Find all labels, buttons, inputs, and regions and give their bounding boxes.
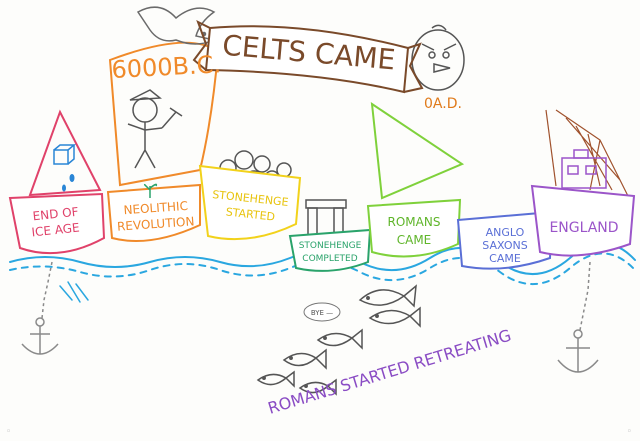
anchor-icon [21, 317, 59, 355]
boat-4-label-line2: COMPLETED [302, 254, 357, 264]
fish-icon [368, 306, 421, 328]
boat-anglo-saxons-came [456, 210, 554, 270]
boat-1-label-line2: ICE AGE [31, 221, 80, 240]
seedling-icon [143, 183, 158, 198]
fish-icon [298, 378, 337, 396]
anchor-icon [557, 329, 599, 373]
ice-cube-icon [53, 144, 77, 165]
boat-6-label-line2: SAXONS [482, 239, 527, 252]
boat-england [530, 109, 636, 257]
boat-6-label-line1: ANGLO [486, 226, 525, 239]
boat-3-label-line2: STARTED [225, 205, 275, 223]
fish-school [256, 284, 421, 396]
caption-romans-retreating: ROMANS STARTED RETREATING [266, 326, 514, 418]
date-6000-bc: 6000B.C. [111, 50, 222, 84]
boat-neolithic-revolution [106, 41, 220, 243]
boat-labels: END OF ICE AGE NEOLITHIC REVOLUTION STON… [31, 188, 619, 265]
boat-4-label-line1: STONEHENGE [299, 241, 362, 251]
left-anchor [21, 261, 59, 355]
water-drop-icon [62, 174, 75, 192]
right-anchor [557, 261, 599, 373]
date-0-ad: 0A.D. [424, 96, 462, 112]
boat-2-label-line2: REVOLUTION [117, 214, 195, 233]
corner-mark-left: ◦ [6, 427, 12, 437]
fish-icon [316, 328, 363, 350]
angry-bird-icon [411, 24, 465, 91]
boat-7-label-line1: ENGLAND [549, 220, 618, 236]
fish-speech-text: BYE — [311, 309, 333, 317]
fish-icon [256, 370, 295, 388]
boat-5-label-line2: CAME [397, 233, 432, 247]
boat-1-label-line1: END OF [32, 205, 79, 224]
boy-with-axe-icon [127, 89, 183, 169]
fish-icon [282, 348, 327, 370]
boat-romans-came [366, 101, 465, 258]
boat-end-of-ice-age [8, 109, 106, 255]
boat-stonehenge-started [198, 150, 302, 241]
wheelhouse-icon [561, 149, 607, 189]
celts-came-banner: CELTS CAME [192, 19, 424, 94]
fish-speech-bubble: BYE — [303, 302, 341, 322]
boat-6-label-line3: CAME [489, 252, 521, 265]
boat-stonehenge-completed [288, 199, 372, 272]
fish-icon [358, 284, 417, 308]
boat-2-label-line1: NEOLITHIC [123, 199, 188, 217]
corner-mark-right: ◦ [626, 427, 632, 437]
trilithon-icon [305, 199, 347, 237]
bird-icon [136, 6, 217, 45]
boat-5-label-line1: ROMANS [388, 215, 441, 229]
